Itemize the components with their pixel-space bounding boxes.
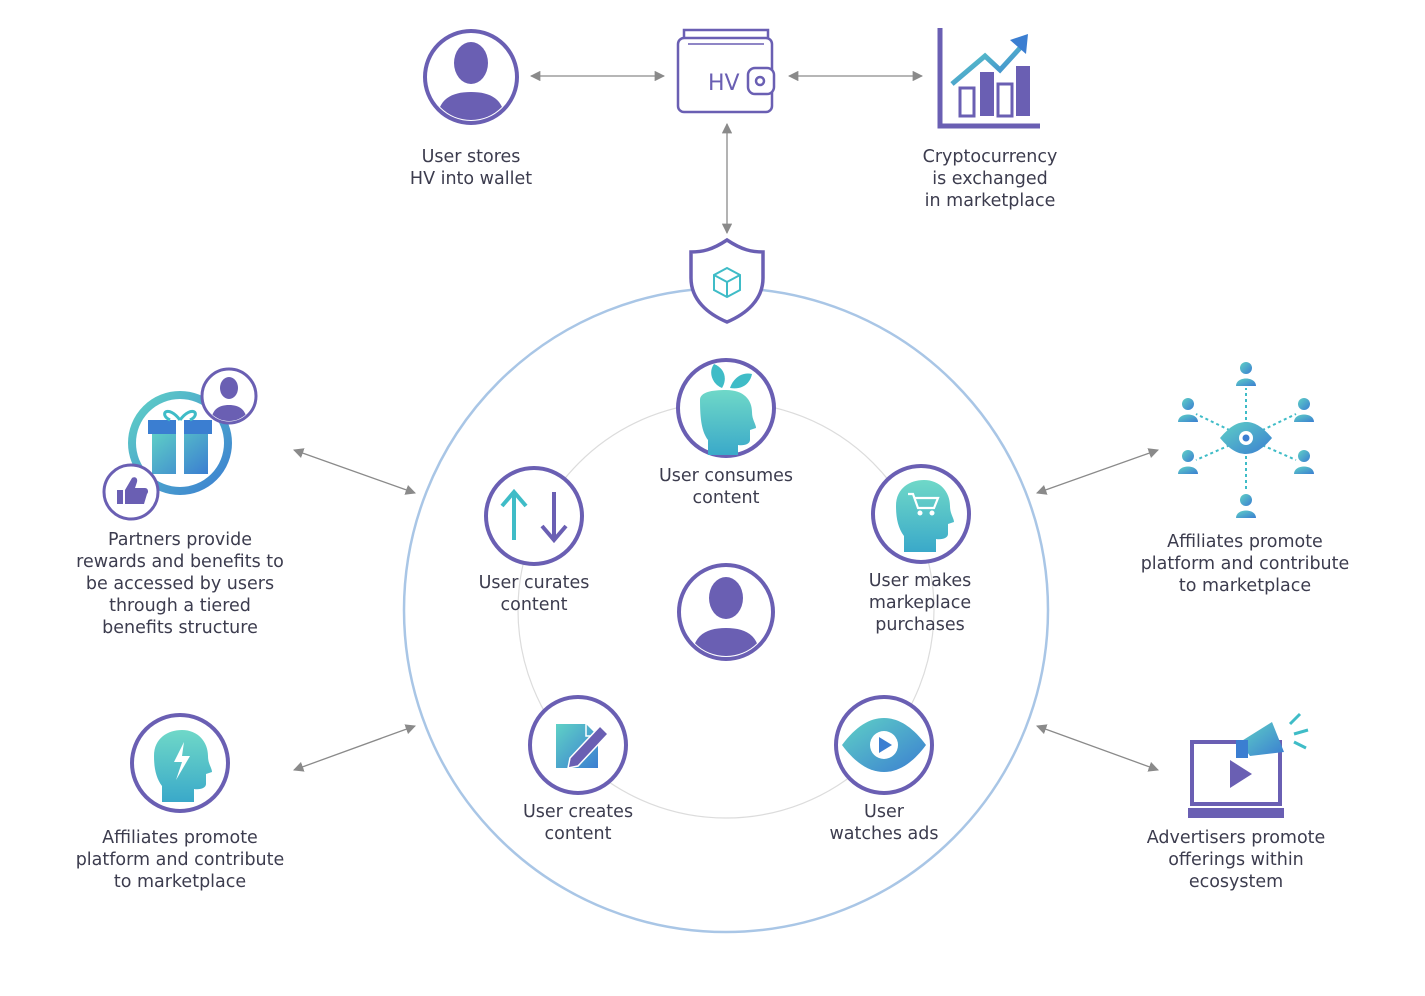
partner-user-icon: [200, 367, 258, 425]
affiliates-head-icon: [130, 713, 230, 813]
top-user-icon: [423, 29, 519, 125]
consumes-content-icon: [676, 358, 776, 458]
arrow-advertisers: [1036, 724, 1159, 772]
arrow-partners: [293, 448, 416, 495]
thumbs-up-icon: [102, 463, 160, 521]
curates-content-icon: [484, 466, 584, 566]
creates-content-icon: [528, 695, 628, 795]
arrow-affiliates-left: [293, 724, 416, 772]
connector-arrows: [293, 70, 1159, 772]
affiliates-network-icon: [1178, 362, 1314, 518]
advertisers-megaphone-icon: [1188, 712, 1309, 818]
center-user-icon: [677, 563, 775, 661]
watches-ads-icon: [834, 695, 934, 795]
marketplace-purchases-label: User makes markeplace purchases: [868, 571, 972, 635]
shield-icon: [689, 237, 765, 324]
curates-content-label: User curates content: [478, 573, 590, 615]
marketplace-purchases-icon: [871, 464, 971, 564]
bar-chart-icon: [937, 28, 1040, 129]
creates-content-label: User creates content: [522, 802, 634, 844]
arrow-affiliates-right: [1036, 448, 1159, 495]
partners-label: Partners provide rewards and benefits to…: [76, 530, 284, 638]
affiliates-right-label: Affiliates promote platform and contribu…: [1140, 532, 1350, 596]
watches-ads-label: User watches ads: [829, 802, 939, 844]
wallet-icon: HV: [676, 28, 776, 114]
advertisers-label: Advertisers promote offerings within eco…: [1146, 828, 1326, 892]
user-wallet-label: User stores HV into wallet: [409, 147, 533, 189]
wallet-text: HV: [708, 71, 740, 96]
gift-rewards-icon: [128, 391, 232, 495]
exchange-label: Cryptocurrency is exchanged in marketpla…: [922, 147, 1058, 211]
affiliates-left-label: Affiliates promote platform and contribu…: [75, 828, 285, 892]
consumes-content-label: User consumes content: [658, 466, 793, 508]
